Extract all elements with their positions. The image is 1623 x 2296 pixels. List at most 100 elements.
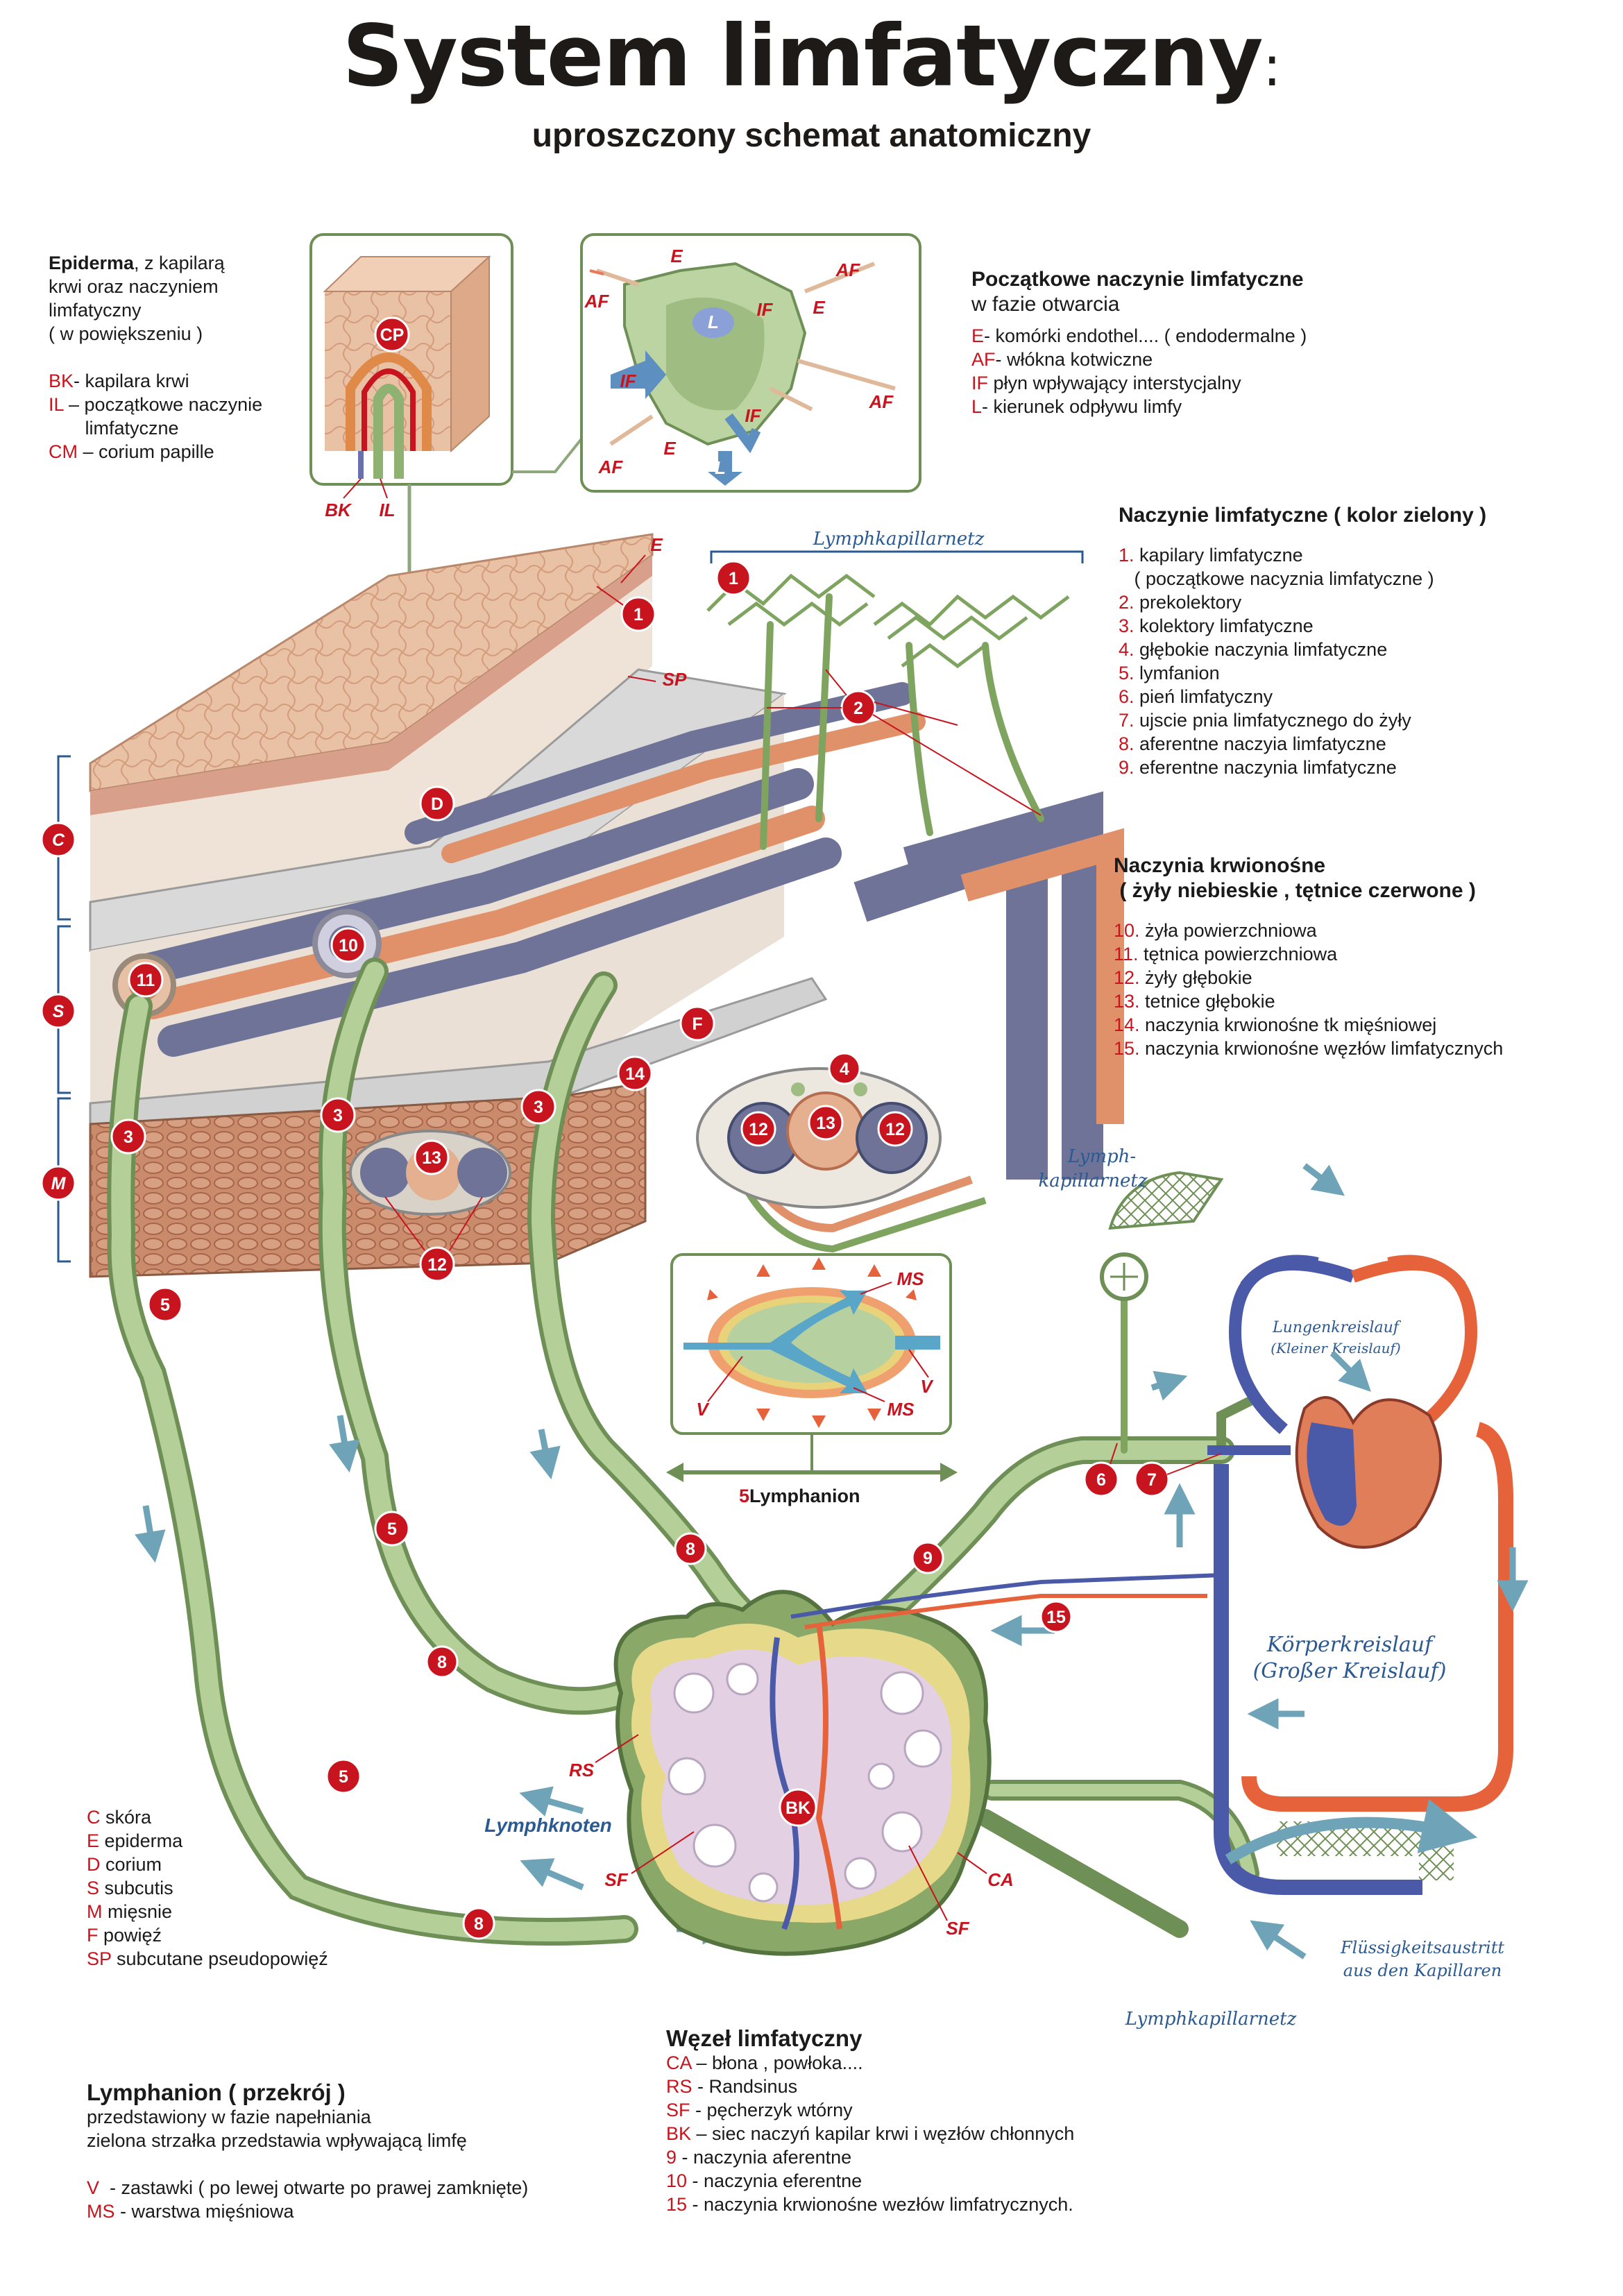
legend-text: subcutane pseudopowięź: [111, 1948, 328, 1969]
af-label-3: AF: [869, 391, 894, 412]
marker-3b: 3: [320, 1097, 356, 1133]
legend-code: F: [87, 1925, 99, 1946]
sp-skin-label: SP: [663, 669, 687, 690]
legend-row: M mięsnie: [87, 1900, 420, 1923]
marker-14-text: 14: [625, 1064, 645, 1084]
lymphanion-description: Lymphanion ( przekrój ) przedstawiony w …: [87, 2080, 683, 2223]
legend-row: 11. tętnica powierzchniowa: [1114, 942, 1620, 966]
legend-code: M: [87, 1901, 103, 1922]
ca-label: CA: [987, 1869, 1014, 1890]
legend-code: IF: [971, 373, 988, 393]
legend-text: kolektory limfatyczne: [1134, 615, 1314, 636]
legend-row: 10. żyła powierzchniowa: [1114, 919, 1620, 942]
legend-text: – początkowe naczynie: [63, 394, 263, 415]
legend-num: 9.: [1119, 757, 1135, 778]
marker-8a-text: 8: [686, 1540, 695, 1559]
marker-m: M: [40, 1165, 76, 1201]
lymphkapillarnetz-right-label-2: kapillarnetz: [1038, 1171, 1147, 1191]
marker-15: 15: [1039, 1600, 1073, 1633]
legend-text: epiderma: [99, 1830, 183, 1851]
marker-12b-text: 12: [885, 1120, 905, 1139]
marker-7-text: 7: [1147, 1470, 1157, 1490]
legend-row: 5. lymfanion: [1119, 661, 1604, 685]
legend-text: – siec naczyń kapilar krwi i węzłów chło…: [691, 2123, 1075, 2144]
legend-num: 5.: [1119, 663, 1135, 683]
marker-13b: 13: [414, 1139, 450, 1175]
marker-8b-text: 8: [437, 1653, 447, 1672]
blood-vessels-legend: Naczynia krwionośne ( żyły niebieskie , …: [1114, 853, 1620, 1060]
legend-text: tetnice głębokie: [1139, 991, 1275, 1012]
koerperkreislauf-label-1: Körperkreislauf: [1266, 1633, 1436, 1657]
legend-num: 10.: [1114, 920, 1140, 941]
epiderma-description: Epiderma, z kapilarą krwi oraz naczyniem…: [49, 251, 312, 464]
legend-code: 10: [666, 2170, 688, 2191]
sf-label-1: SF: [604, 1869, 628, 1890]
legend-row: RS - Randsinus: [666, 2075, 1360, 2098]
initial-vessel-description: Początkowe naczynie limfatyczne w fazie …: [971, 267, 1596, 418]
legend-row: E- komórki endothel.... ( endodermalne ): [971, 324, 1596, 348]
marker-5a-text: 5: [160, 1295, 170, 1315]
marker-10: 10: [330, 927, 366, 963]
legend-row: C skóra: [87, 1805, 420, 1829]
marker-f-text: F: [692, 1014, 702, 1034]
legend-text: lymfanion: [1134, 663, 1220, 683]
marker-8c-text: 8: [474, 1914, 484, 1934]
af-label-4: AF: [598, 457, 624, 477]
legend-row: 6. pień limfatyczny: [1119, 685, 1604, 708]
lymphkapillarnetz-right-label-1: Lymph-: [1067, 1146, 1136, 1167]
legend-row: limfatyczne: [49, 416, 312, 440]
legend-code: V: [87, 2177, 100, 2198]
legend-code: IL: [49, 394, 64, 415]
blood-vessels-subheading: ( żyły niebieskie , tętnice czerwone ): [1114, 879, 1476, 902]
legend-code: MS: [87, 2201, 115, 2222]
legend-num: 1.: [1119, 545, 1135, 566]
legend-text: - naczynia krwionośne wezłów limfatryczn…: [687, 2194, 1073, 2215]
legend-row: ( początkowe nacyznia limfatyczne ): [1119, 567, 1604, 590]
legend-row: 9. eferentne naczynia limfatyczne: [1119, 756, 1604, 779]
legend-row: 1. kapilary limfatyczne: [1119, 543, 1604, 567]
legend-row: 3. kolektory limfatyczne: [1119, 614, 1604, 638]
marker-c-text: C: [52, 831, 65, 850]
legend-row: 4. głębokie naczynia limfatyczne: [1119, 638, 1604, 661]
legend-row: D corium: [87, 1853, 420, 1876]
marker-bk-text: BK: [785, 1798, 810, 1818]
marker-13b-text: 13: [422, 1148, 441, 1168]
legend-num: 15.: [1114, 1038, 1140, 1059]
legend-row: AF- włókna kotwiczne: [971, 348, 1596, 371]
epiderma-head: Epiderma: [49, 253, 135, 273]
legend-text: aferentne naczyia limfatyczne: [1134, 733, 1386, 754]
lymphanion-heading: Lymphanion ( przekrój ): [87, 2080, 346, 2105]
marker-bk: BK: [779, 1788, 817, 1827]
e-label-1: E: [670, 246, 683, 266]
lymphanion-number: 5: [739, 1486, 749, 1506]
lymphkapillarnetz-top-label: Lymphkapillarnetz: [813, 529, 985, 550]
lymphkapillarnetz-bottom-label: Lymphkapillarnetz: [1125, 2009, 1297, 2030]
marker-8b: 8: [425, 1645, 459, 1678]
legend-code: SF: [666, 2100, 690, 2120]
marker-2: 2: [840, 690, 876, 726]
marker-9-text: 9: [923, 1549, 933, 1568]
legend-text: - pęcherzyk wtórny: [690, 2100, 853, 2120]
marker-c: C: [40, 822, 76, 858]
koerperkreislauf-label-2: (Großer Kreislauf): [1253, 1659, 1447, 1683]
legend-text: pień limfatyczny: [1134, 686, 1273, 707]
marker-5c-text: 5: [339, 1767, 348, 1787]
marker-4-text: 4: [840, 1060, 849, 1079]
legend-row: CM – corium papille: [49, 440, 312, 464]
skin-block: [89, 533, 1124, 1278]
legend-text: skóra: [100, 1807, 152, 1828]
legend-code: SP: [87, 1948, 112, 1969]
marker-3c: 3: [520, 1089, 556, 1125]
marker-1a-text: 1: [634, 605, 643, 624]
legend-code: L: [971, 396, 983, 417]
legend-code: E: [971, 325, 985, 346]
legend-text: limfatyczne: [49, 418, 179, 439]
legend-text: – błona , powłoka....: [691, 2052, 863, 2073]
marker-11-text: 11: [137, 971, 155, 990]
legend-num: 13.: [1114, 991, 1140, 1012]
legend-code: 9: [666, 2147, 677, 2168]
il-label: IL: [379, 500, 395, 520]
legend-text: powięź: [98, 1925, 162, 1946]
marker-5b: 5: [374, 1511, 410, 1547]
v-label-1: V: [696, 1399, 710, 1420]
